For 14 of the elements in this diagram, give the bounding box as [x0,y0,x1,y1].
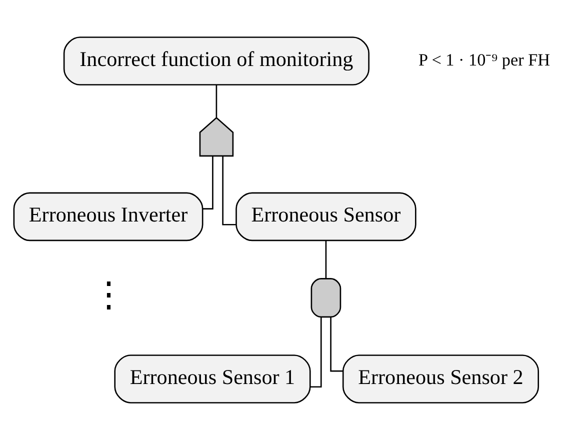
connector [202,156,214,210]
node-box: Incorrect function of monitoring [63,36,370,86]
connector [216,84,218,118]
node-box: Erroneous Sensor [236,192,416,242]
node-box: Erroneous Sensor 1 [114,354,311,404]
connector [325,240,327,278]
node-or-gate [199,116,234,157]
node-box: Erroneous Inverter [13,192,204,242]
node-label: P < 1 · 10⁻⁹ per FH [418,50,550,70]
connector [330,317,343,372]
label: ⋮ [91,276,126,314]
node-box: Erroneous Sensor 2 [342,354,540,404]
node-and-gate [310,278,342,318]
connector [310,317,322,388]
